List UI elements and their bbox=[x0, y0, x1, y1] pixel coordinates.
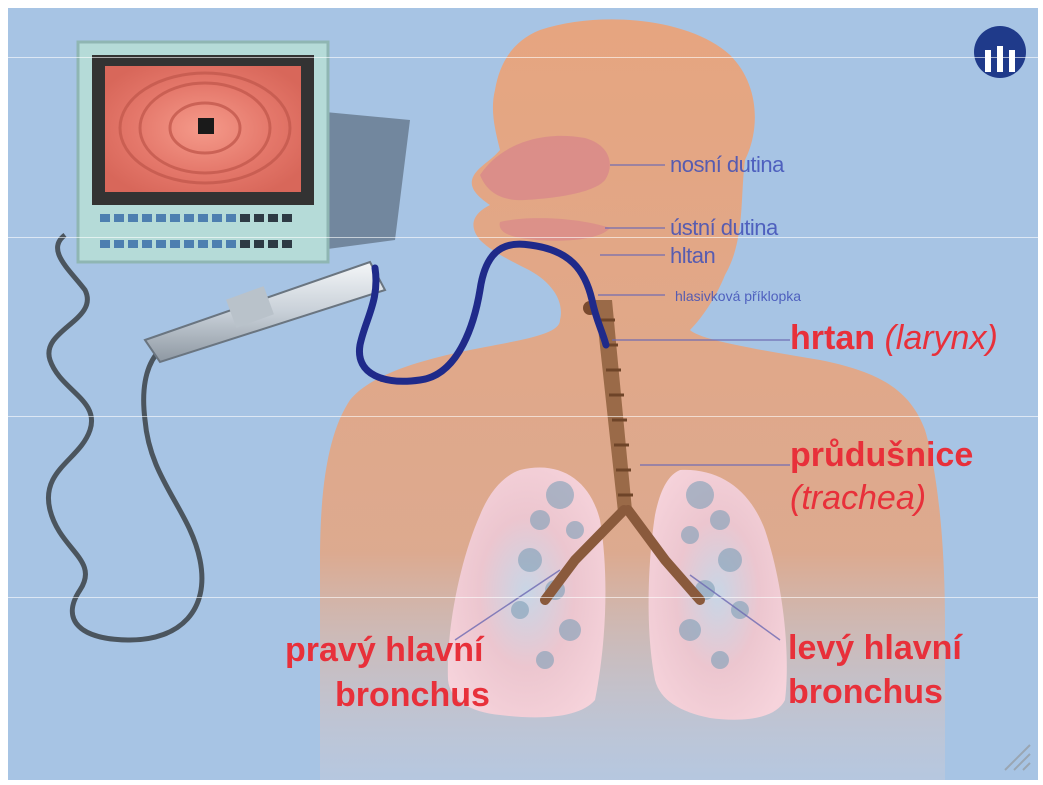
guide-line bbox=[0, 237, 1043, 238]
guide-line bbox=[0, 57, 1043, 58]
label-right-bronchus-line1: pravý hlavní bbox=[285, 630, 483, 670]
guide-line bbox=[0, 597, 1043, 598]
label-trachea-main: průdušnice bbox=[790, 435, 973, 475]
university-logo-icon bbox=[974, 26, 1026, 78]
label-left-bronchus-line2: bronchus bbox=[788, 672, 943, 712]
label-epiglottis: hlasivková příklopka bbox=[675, 288, 801, 304]
label-larynx-main: hrtan bbox=[790, 319, 875, 357]
label-oral-cavity: ústní dutina bbox=[670, 215, 778, 241]
label-larynx-latin: (larynx) bbox=[884, 319, 997, 357]
monitor bbox=[78, 42, 328, 262]
label-left-bronchus-line1: levý hlavní bbox=[788, 628, 962, 668]
label-right-bronchus-line2: bronchus bbox=[335, 675, 490, 715]
label-pharynx: hltan bbox=[670, 243, 715, 269]
label-trachea-latin: (trachea) bbox=[790, 478, 926, 518]
label-larynx: hrtan (larynx) bbox=[790, 318, 998, 358]
guide-line bbox=[0, 416, 1043, 417]
label-nasal-cavity: nosní dutina bbox=[670, 152, 784, 178]
